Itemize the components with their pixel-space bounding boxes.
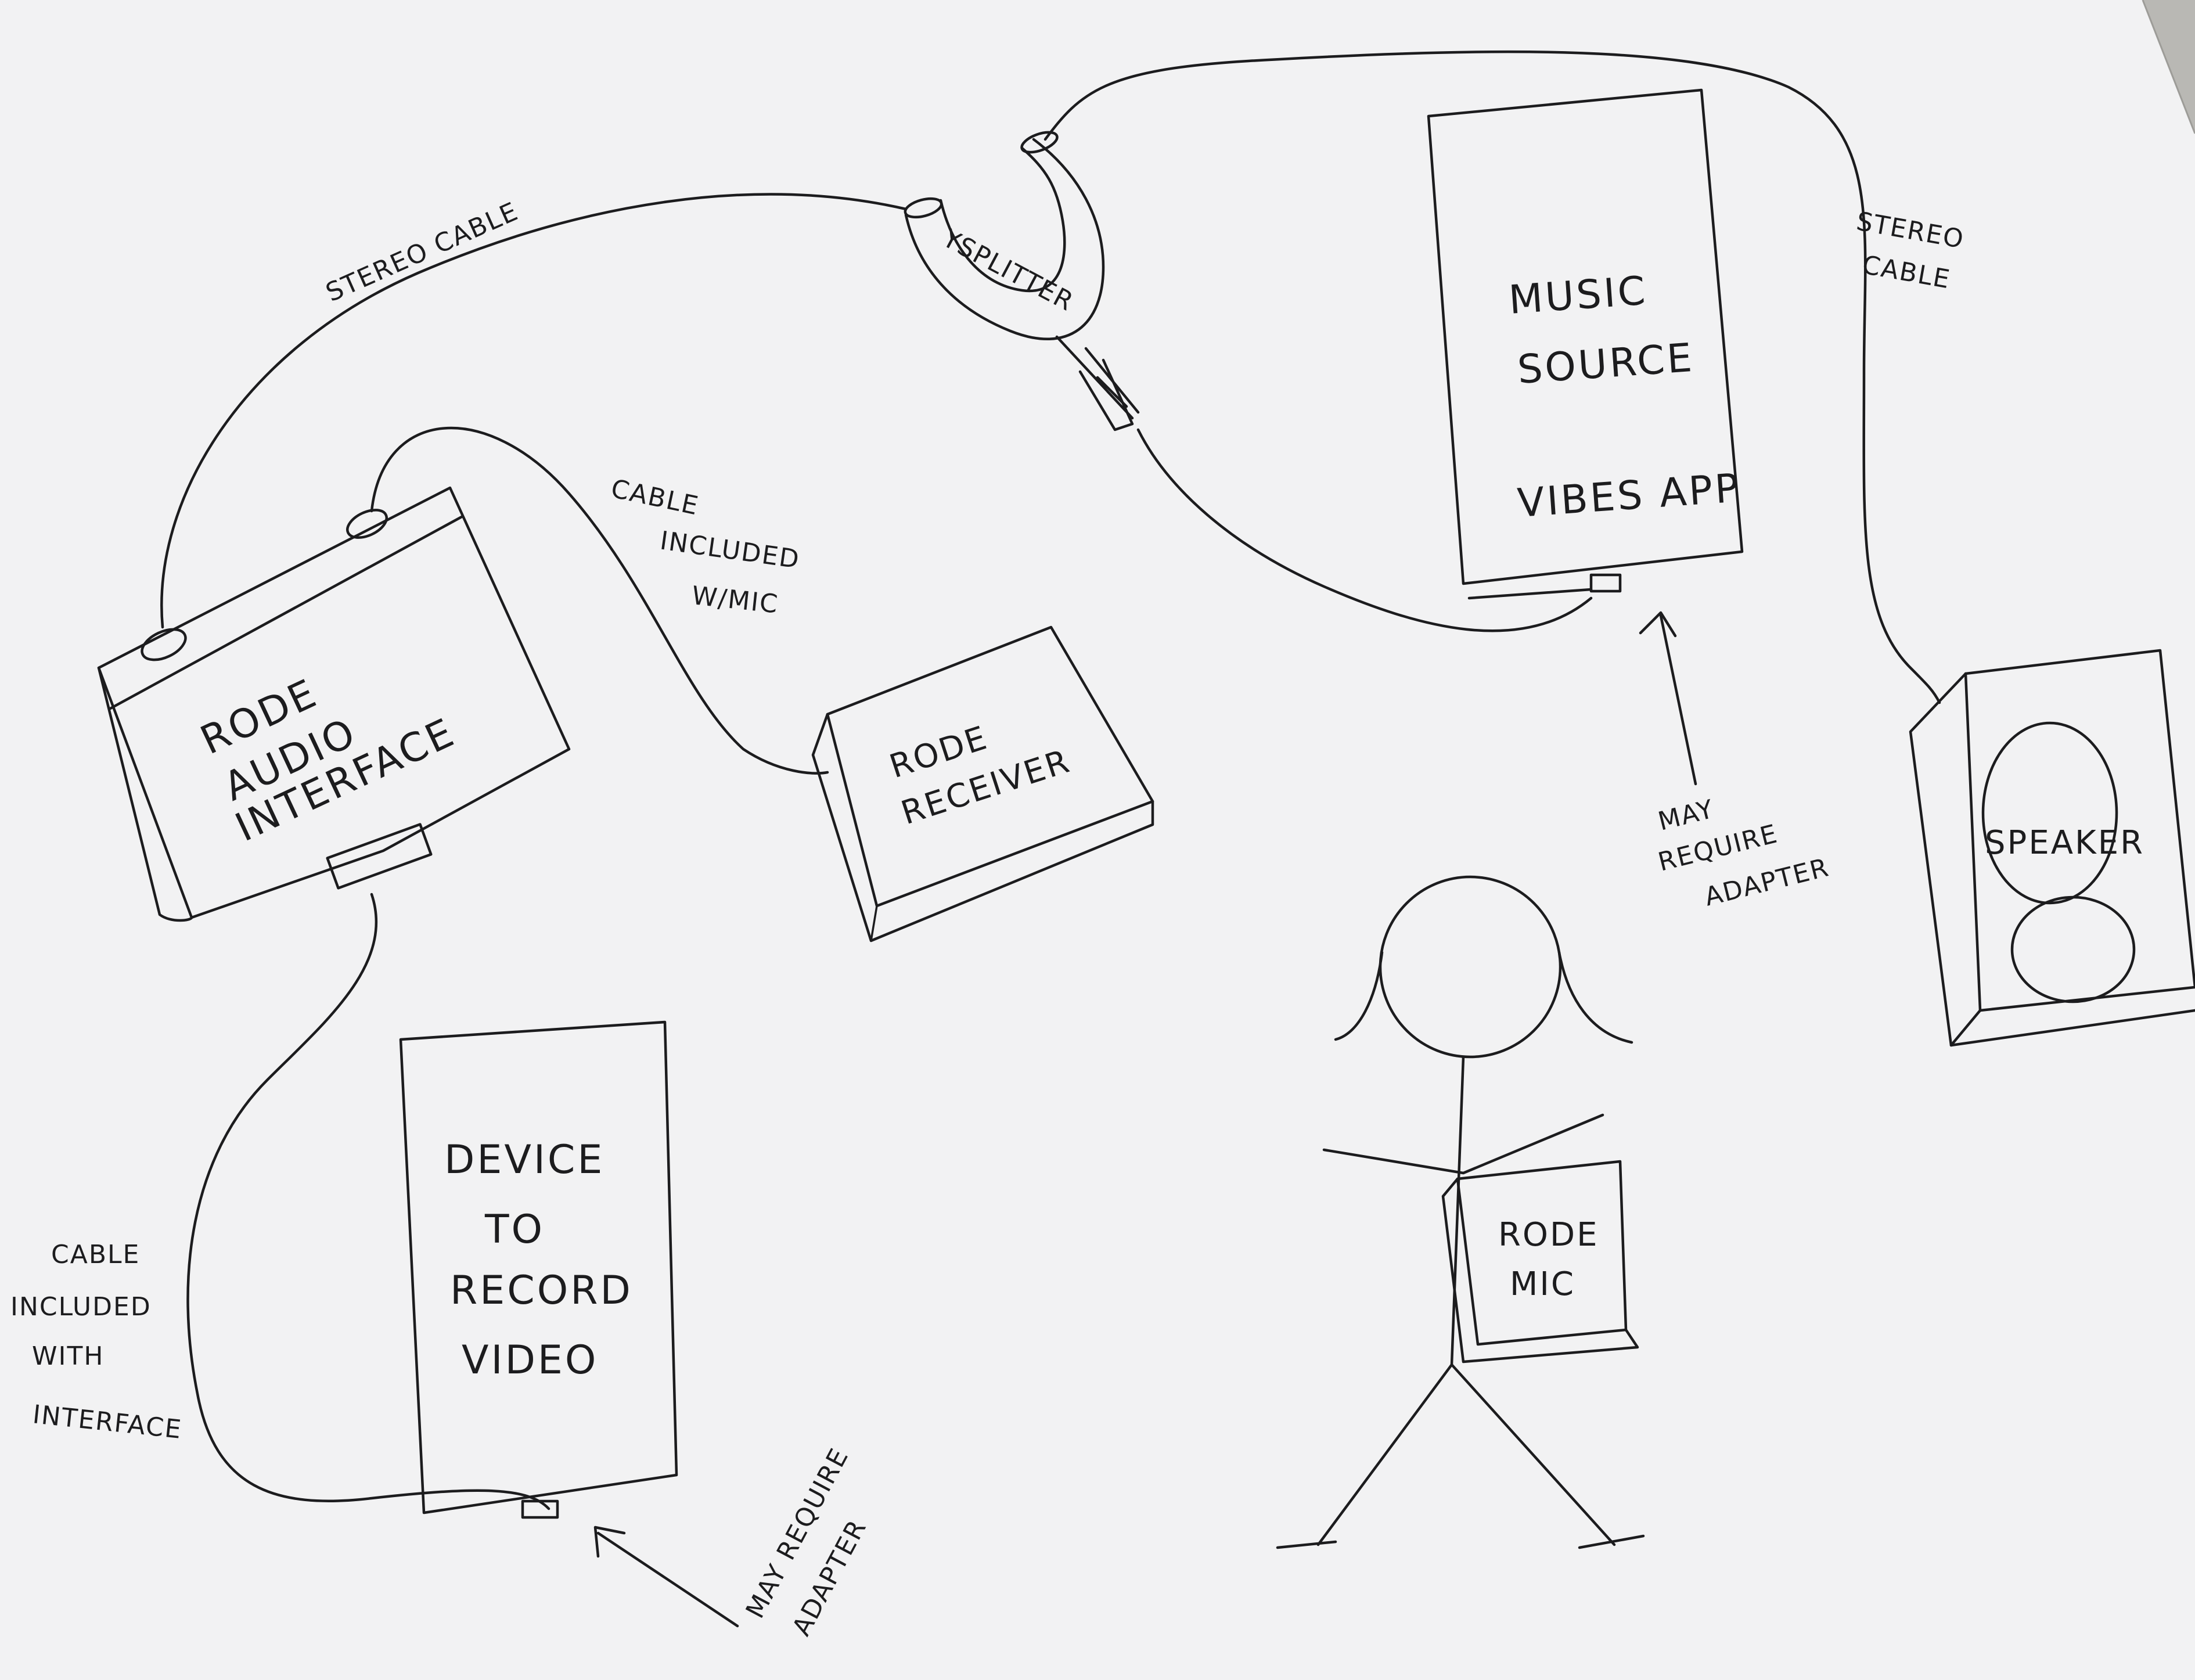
record-device-label-line4: VIDEO bbox=[462, 1337, 598, 1383]
speaker-tweeter bbox=[1981, 721, 2118, 905]
cable-interface-label-line3: WITH bbox=[32, 1341, 104, 1371]
mic-label-line1: RODE bbox=[1498, 1216, 1599, 1254]
record-device-port bbox=[521, 1499, 559, 1519]
stereo-cable-left bbox=[160, 193, 908, 629]
interface-usb-port bbox=[326, 823, 433, 890]
figure-arms bbox=[1322, 1113, 1604, 1175]
figure-legs bbox=[1276, 1363, 1645, 1549]
mic-label-line2: MIC bbox=[1510, 1265, 1575, 1303]
speaker-label: SPEAKER bbox=[1985, 824, 2144, 862]
cable-interface-label-line1: CABLE bbox=[51, 1240, 140, 1269]
music-source-label-line1: MUSIC bbox=[1507, 268, 1649, 323]
record-device-cable bbox=[186, 893, 550, 1510]
mic-box: RODE MIC bbox=[1441, 1160, 1639, 1364]
speaker-woofer bbox=[2010, 895, 2136, 1003]
interface-jack-left bbox=[141, 628, 187, 661]
music-source-cable bbox=[1136, 428, 1593, 632]
record-device-label-line2: TO bbox=[484, 1207, 545, 1253]
speaker-box: SPEAKER bbox=[1909, 649, 2195, 1047]
record-device-box: DEVICE TO RECORD VIDEO bbox=[399, 1020, 678, 1519]
adapter-arrow-music bbox=[1639, 611, 1697, 786]
figure-body bbox=[1450, 1055, 1465, 1366]
interface-jack-right bbox=[346, 509, 388, 539]
receiver-cable bbox=[370, 426, 829, 775]
record-device-label-line3: RECORD bbox=[450, 1268, 633, 1314]
adapter-arrow-device bbox=[593, 1526, 739, 1628]
presenter-figure: RODE MIC bbox=[1276, 875, 1645, 1549]
stereo-cable-right bbox=[1043, 50, 1941, 704]
music-source-port bbox=[1589, 573, 1622, 593]
figure-hair bbox=[1334, 951, 1633, 1044]
cable-interface-label-line2: INCLUDED bbox=[10, 1292, 152, 1322]
paper-edge bbox=[2142, 0, 2195, 134]
record-device-label-line1: DEVICE bbox=[444, 1137, 604, 1183]
